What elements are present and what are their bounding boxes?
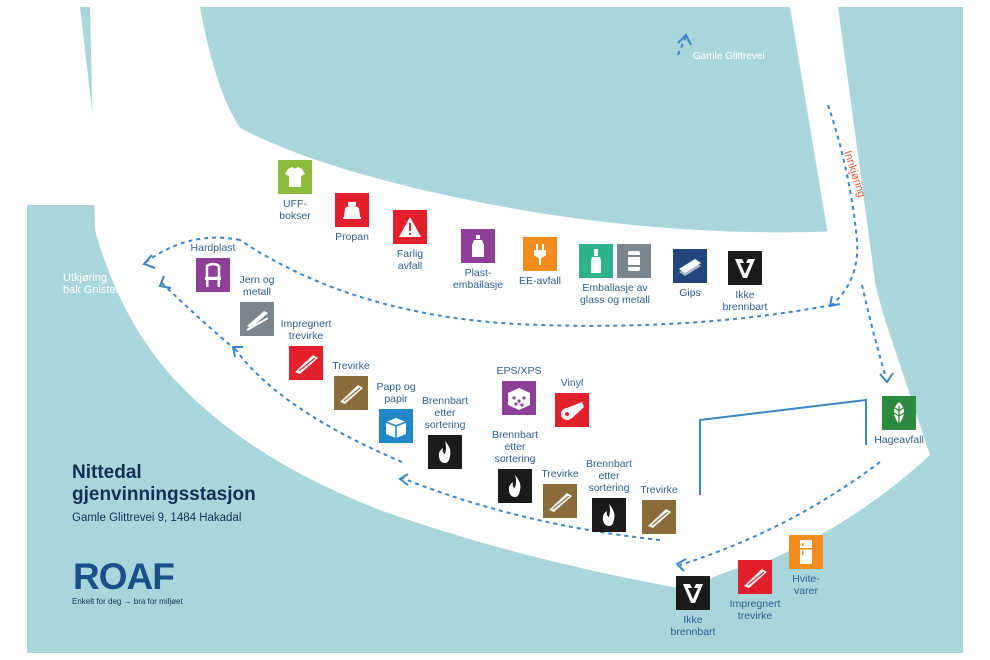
arrow-exit-top: [142, 254, 156, 269]
wood-icon: [543, 484, 577, 518]
station-label: Emballasje av glass og metall: [579, 282, 651, 306]
arrow-left-mid: [231, 346, 243, 358]
arrow-exit-left: [158, 275, 172, 289]
station-label: Farlig avfall: [396, 248, 424, 272]
road-label-gamle-glittrevei: Gamle Glittrevei: [693, 51, 765, 62]
arrow-lower: [675, 558, 687, 572]
station-label: EE-avfall: [518, 275, 561, 287]
route-hageavfall: [861, 284, 887, 379]
route-arrows: [142, 33, 894, 572]
station-label: Trevirke: [541, 468, 579, 480]
roaf-logo: ROAF: [73, 556, 175, 597]
route-lower: [679, 461, 881, 566]
leaf-icon: [882, 396, 916, 430]
impregnated-wood-icon: [738, 560, 772, 594]
box-icon: [379, 409, 413, 443]
bottle-icon: [461, 229, 495, 263]
route-entry: [827, 104, 859, 306]
gypsum-board-icon: [673, 249, 707, 283]
station-label: Trevirke: [640, 484, 678, 496]
station-label: Hvite- varer: [792, 573, 820, 597]
eps-icon: [502, 381, 536, 415]
station-label: Ikke brennbart: [670, 614, 716, 638]
station-label: Brennbart etter sortering: [585, 458, 633, 494]
station-label: Brennbart etter sortering: [421, 395, 469, 431]
route-left: [235, 349, 403, 463]
station-label: Hageavfall: [874, 434, 924, 446]
driving-route: [145, 36, 887, 566]
arrow-inner: [828, 295, 841, 308]
station-label: Vinyl: [560, 377, 584, 389]
route-exit-left: [161, 282, 237, 351]
address: Gamle Glittrevei 9, 1484 Hakadal: [72, 512, 242, 524]
station-label: Plast- emballasje: [452, 267, 504, 291]
can-icon: [617, 244, 651, 278]
arrow-gamle: [677, 33, 692, 46]
station-label: UFF- bokser: [279, 198, 311, 222]
station-label: Hardplast: [190, 242, 236, 254]
arrow-middle: [398, 473, 409, 486]
route-top-to-exit: [145, 236, 241, 263]
gas-tank-icon: [335, 193, 369, 227]
land-left-strip: [27, 7, 103, 205]
station-label: Impregnert trevirke: [729, 598, 781, 622]
page-title: Nittedal gjenvinningsstasjon: [72, 462, 256, 505]
route-middle: [401, 477, 661, 541]
route-gamle: [677, 36, 687, 56]
station-label: Trevirke: [332, 360, 370, 372]
vinyl-roll-icon: [555, 393, 589, 427]
chair-icon: [196, 258, 230, 292]
station-label: Impregnert trevirke: [280, 318, 332, 342]
warning-icon: [393, 210, 427, 244]
station-land: [90, 7, 930, 590]
flame-icon: [592, 498, 626, 532]
flame-icon: [498, 469, 532, 503]
station-label: Brennbart etter sortering: [491, 429, 539, 465]
station-label: Propan: [335, 231, 369, 243]
station-label: EPS/XPS: [496, 365, 542, 377]
arrow-hageavfall: [879, 372, 894, 384]
impregnated-wood-icon: [289, 346, 323, 380]
plug-icon: [523, 237, 557, 271]
road-label-utkjoring: Utkjøring bak Gnisten: [63, 272, 122, 296]
glass-bottle-icon: [579, 244, 613, 278]
station-label: Ikke brennbart: [722, 289, 768, 313]
station-label: Gips: [679, 287, 701, 299]
non-burnable-icon: [676, 576, 710, 610]
wood-icon: [334, 376, 368, 410]
building-outline: [699, 398, 867, 495]
tshirt-icon: [278, 160, 312, 194]
station-label: Papp og papir: [376, 381, 416, 405]
metal-beam-icon: [240, 302, 274, 336]
station-label: Jern og metall: [239, 274, 275, 298]
wood-icon: [642, 500, 676, 534]
fridge-icon: [789, 535, 823, 569]
logo-tagline: Enkelt for deg → bra for miljøet: [72, 597, 183, 606]
flame-icon: [428, 435, 462, 469]
non-burnable-icon: [728, 251, 762, 285]
